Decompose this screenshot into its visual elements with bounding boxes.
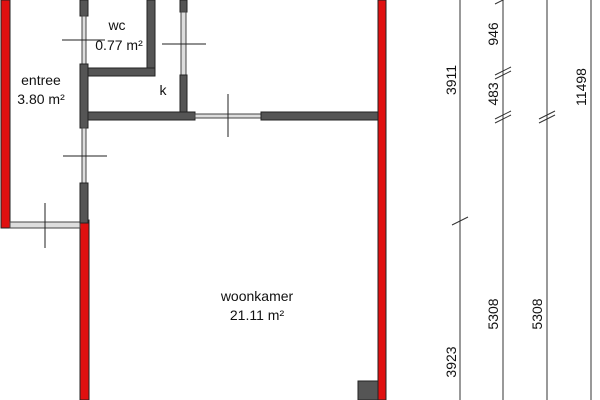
exterior-wall-right: [377, 0, 387, 400]
dimension-label: 5308: [529, 298, 545, 329]
dimension-lines: [451, 0, 592, 400]
interior-wall: [179, 74, 188, 114]
dimension-label: 946: [485, 22, 501, 46]
room-name-entree: entree: [21, 72, 61, 88]
dimension-label: 3923: [443, 346, 459, 377]
room-name-k: k: [160, 82, 168, 98]
interior-wall: [79, 182, 89, 224]
dimension-label: 483: [485, 82, 501, 106]
interior-wall: [260, 111, 379, 121]
wc-wall-bottom: [87, 67, 156, 77]
interior-wall: [87, 111, 196, 121]
exterior-wall-left: [0, 0, 11, 229]
room-area-entree: 3.80 m²: [17, 91, 65, 107]
room-name-woonkamer: woonkamer: [220, 288, 294, 304]
dimension-label: 3911: [443, 65, 459, 95]
interior-wall: [79, 0, 89, 17]
interior-wall: [179, 0, 188, 13]
interior-wall: [79, 63, 89, 129]
exterior-wall-entree: [79, 219, 90, 400]
room-area-wc: 0.77 m²: [95, 37, 143, 53]
room-name-wc: wc: [107, 17, 125, 33]
room-area-woonkamer: 21.11 m²: [230, 307, 285, 323]
dimension-label: 5308: [485, 298, 501, 329]
wc-wall-right: [146, 0, 156, 77]
dimension-label: 11498: [573, 68, 589, 106]
column-block: [357, 380, 379, 400]
